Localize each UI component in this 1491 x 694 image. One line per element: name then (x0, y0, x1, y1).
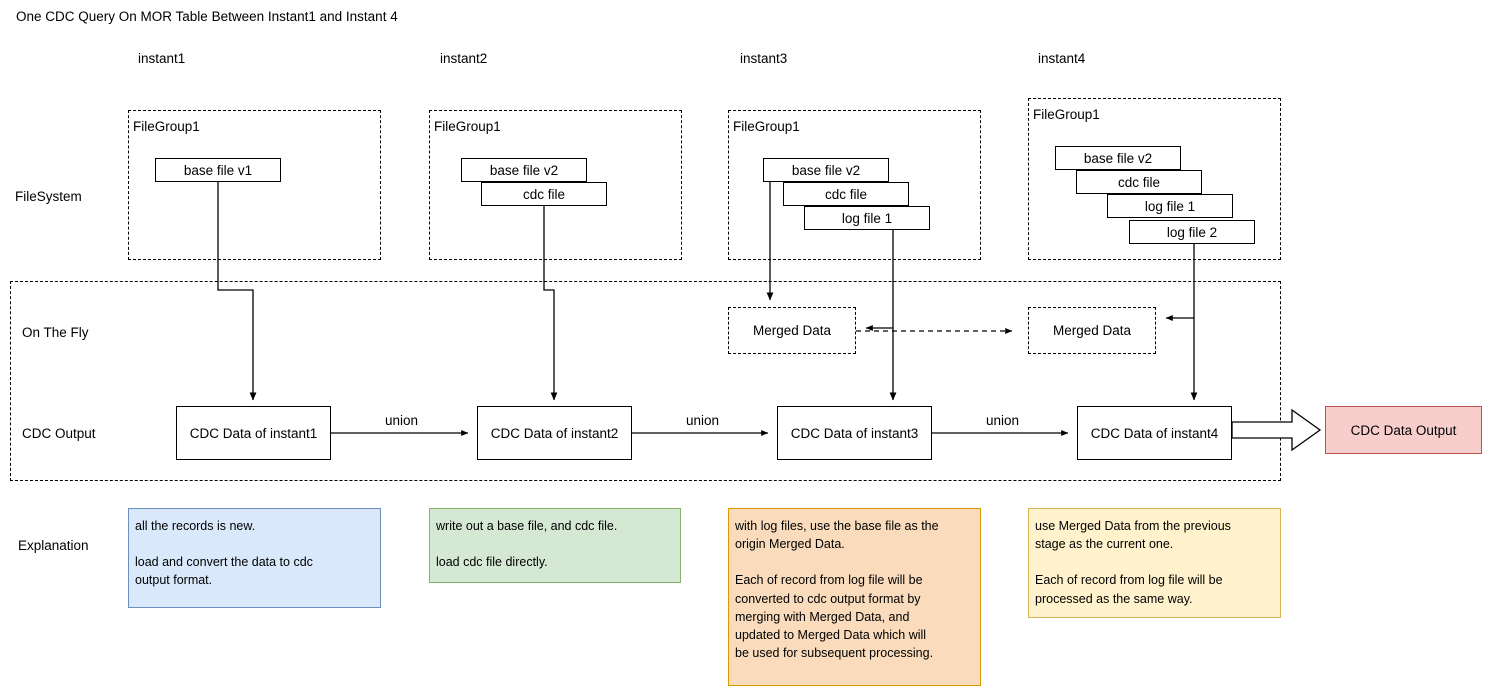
file-box-base-file-v2-i2[interactable]: base file v2 (461, 158, 587, 182)
union-label-1: union (385, 413, 419, 428)
column-header-instant3: instant3 (740, 51, 788, 66)
filegroup-label-instant2: FileGroup1 (434, 119, 501, 134)
row-label-filesystem: FileSystem (15, 189, 82, 204)
filegroup-label-instant4: FileGroup1 (1033, 107, 1100, 122)
cdc-data-box-instant4[interactable]: CDC Data of instant4 (1077, 406, 1232, 460)
filegroup-label-instant3: FileGroup1 (733, 119, 800, 134)
file-box-log-file-2-i4[interactable]: log file 2 (1129, 220, 1255, 244)
filegroup-label-instant1: FileGroup1 (133, 119, 200, 134)
explanation-box-instant1: all the records is new. load and convert… (128, 508, 381, 608)
file-box-base-file-v1[interactable]: base file v1 (155, 158, 281, 182)
column-header-instant1: instant1 (138, 51, 186, 66)
page-title: One CDC Query On MOR Table Between Insta… (16, 9, 398, 24)
filegroup-container-instant3 (728, 110, 981, 260)
union-label-2: union (686, 413, 720, 428)
union-label-3: union (986, 413, 1020, 428)
file-box-base-file-v2-i3[interactable]: base file v2 (763, 158, 889, 182)
merged-data-box-instant4[interactable]: Merged Data (1028, 307, 1156, 354)
explanation-box-instant2: write out a base file, and cdc file. loa… (429, 508, 681, 583)
row-label-on-the-fly: On The Fly (22, 325, 89, 340)
file-box-cdc-file-i4[interactable]: cdc file (1076, 170, 1202, 194)
filegroup-container-instant1 (128, 110, 381, 260)
row-label-explanation: Explanation (18, 538, 89, 553)
cdc-data-box-instant2[interactable]: CDC Data of instant2 (477, 406, 632, 460)
filegroup-container-instant2 (429, 110, 682, 260)
file-box-cdc-file-i3[interactable]: cdc file (783, 182, 909, 206)
file-box-log-file-1-i3[interactable]: log file 1 (804, 206, 930, 230)
explanation-box-instant3: with log files, use the base file as the… (728, 508, 981, 686)
file-box-log-file-1-i4[interactable]: log file 1 (1107, 194, 1233, 218)
file-box-cdc-file-i2[interactable]: cdc file (481, 182, 607, 206)
cdc-data-box-instant3[interactable]: CDC Data of instant3 (777, 406, 932, 460)
column-header-instant4: instant4 (1038, 51, 1086, 66)
cdc-data-box-instant1[interactable]: CDC Data of instant1 (176, 406, 331, 460)
merged-data-box-instant3[interactable]: Merged Data (728, 307, 856, 354)
cdc-data-output-box[interactable]: CDC Data Output (1325, 406, 1482, 454)
column-header-instant2: instant2 (440, 51, 488, 66)
filegroup-container-instant4 (1028, 98, 1281, 260)
file-box-base-file-v2-i4[interactable]: base file v2 (1055, 146, 1181, 170)
runtime-container (10, 281, 1281, 481)
row-label-cdc-output: CDC Output (22, 426, 96, 441)
explanation-box-instant4: use Merged Data from the previous stage … (1028, 508, 1281, 618)
